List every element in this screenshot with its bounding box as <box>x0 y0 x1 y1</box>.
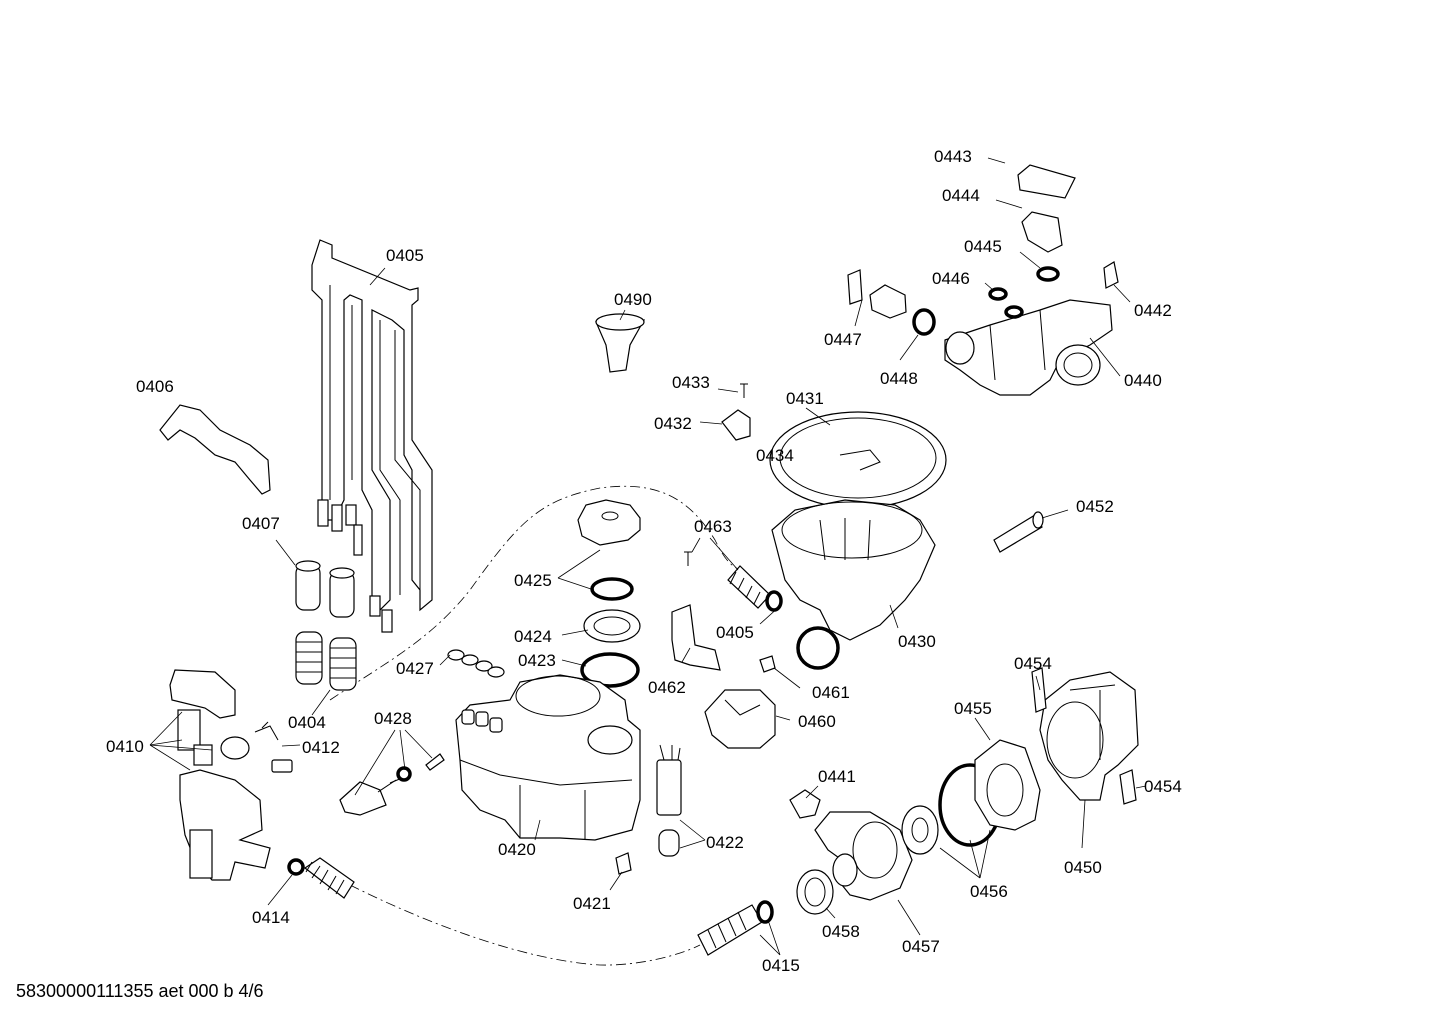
part-0443-cover <box>1017 164 1076 199</box>
label-0414: 0414 <box>252 908 290 927</box>
label-0458: 0458 <box>822 922 860 941</box>
label-0461: 0461 <box>812 683 850 702</box>
leader-lines <box>149 157 1147 956</box>
label-0452: 0452 <box>1076 497 1114 516</box>
part-0425-cap <box>577 499 641 546</box>
part-0404-springs <box>295 631 357 691</box>
label-0428: 0428 <box>374 709 412 728</box>
part-0410-valve <box>169 669 271 881</box>
label-0406: 0406 <box>136 377 174 396</box>
label-0441: 0441 <box>818 767 856 786</box>
part-0422-sensor <box>656 744 682 857</box>
label-0412: 0412 <box>302 738 340 757</box>
part-0415-hose <box>697 900 774 956</box>
label-0424: 0424 <box>514 627 552 646</box>
part-0458-seal <box>796 869 834 915</box>
part-0407-sleeves <box>295 560 355 618</box>
part-0431-cover <box>769 411 947 509</box>
part-0460-motor <box>704 689 776 749</box>
part-0463-screw <box>684 551 692 566</box>
label-0446: 0446 <box>932 269 970 288</box>
part-0414-hose <box>287 857 355 899</box>
label-0454-b: 0454 <box>1144 777 1182 796</box>
label-0410: 0410 <box>106 737 144 756</box>
label-0404: 0404 <box>288 713 326 732</box>
part-0462-bracket <box>671 604 721 671</box>
label-0431: 0431 <box>786 389 824 408</box>
part-0405-ring <box>796 626 840 670</box>
part-0446-ring-a <box>988 287 1008 301</box>
part-0444-connector <box>1021 211 1063 253</box>
assembly-line-lower <box>349 884 701 966</box>
label-0422: 0422 <box>706 833 744 852</box>
part-0456-impeller <box>901 805 939 855</box>
label-0427: 0427 <box>396 659 434 678</box>
part-0455-cover <box>974 739 1041 831</box>
drawing-reference-footer: 58300000111355 aet 000 b 4/6 <box>16 981 264 1001</box>
part-0405-tube-assembly <box>311 239 433 633</box>
part-0446-ring-b <box>1004 305 1024 319</box>
label-0463: 0463 <box>694 517 732 536</box>
part-0447-sensor <box>847 269 907 319</box>
part-0445-ring <box>1036 266 1060 282</box>
part-0406-cover <box>159 404 271 495</box>
part-0454-clip-b <box>1119 769 1137 805</box>
part-0463-hose <box>727 565 783 612</box>
part-0490-funnel <box>595 313 646 373</box>
label-0405: 0405 <box>386 246 424 265</box>
label-0450: 0450 <box>1064 858 1102 877</box>
part-0457-pump <box>814 811 913 901</box>
label-0442: 0442 <box>1134 301 1172 320</box>
part-0430-sump <box>771 499 936 641</box>
label-0423: 0423 <box>518 651 556 670</box>
part-0424-ring-small <box>590 577 634 601</box>
part-0442-clip <box>1103 261 1119 289</box>
part-0423-ring <box>580 652 640 688</box>
part-0420-housing <box>455 674 641 841</box>
part-0428-pin <box>339 753 445 816</box>
label-0430: 0430 <box>898 632 936 651</box>
label-0433: 0433 <box>672 373 710 392</box>
label-0415: 0415 <box>762 956 800 975</box>
label-0425: 0425 <box>514 571 552 590</box>
label-0407: 0407 <box>242 514 280 533</box>
label-0405-b: 0405 <box>716 623 754 642</box>
label-0444: 0444 <box>942 186 980 205</box>
label-0434: 0434 <box>756 446 794 465</box>
part-0452-cartridge <box>993 511 1044 553</box>
label-0443: 0443 <box>934 147 972 166</box>
label-0420: 0420 <box>498 840 536 859</box>
label-0457: 0457 <box>902 937 940 956</box>
label-0448: 0448 <box>880 369 918 388</box>
part-0440-valve-block <box>944 299 1113 396</box>
part-0448-ring <box>912 308 936 336</box>
part-0450-motor <box>1039 671 1139 801</box>
label-0462: 0462 <box>648 678 686 697</box>
label-0455: 0455 <box>954 699 992 718</box>
part-0412-small <box>220 721 293 773</box>
label-0456: 0456 <box>970 882 1008 901</box>
part-0424-ring <box>583 609 641 643</box>
label-0490: 0490 <box>614 290 652 309</box>
part-0432-bracket <box>721 409 751 441</box>
label-0432: 0432 <box>654 414 692 433</box>
part-0461-clip <box>759 655 776 673</box>
label-0440: 0440 <box>1124 371 1162 390</box>
label-0454-a: 0454 <box>1014 654 1052 673</box>
part-0427-discs <box>447 649 505 678</box>
label-0445: 0445 <box>964 237 1002 256</box>
part-0441-clamp <box>789 789 821 819</box>
part-0421-clip <box>615 852 632 875</box>
part-0454-clip-a <box>1031 667 1047 713</box>
label-0460: 0460 <box>798 712 836 731</box>
assembly-line-upper <box>329 485 741 701</box>
part-0433-screw <box>740 383 748 398</box>
label-0447: 0447 <box>824 330 862 349</box>
label-0421: 0421 <box>573 894 611 913</box>
